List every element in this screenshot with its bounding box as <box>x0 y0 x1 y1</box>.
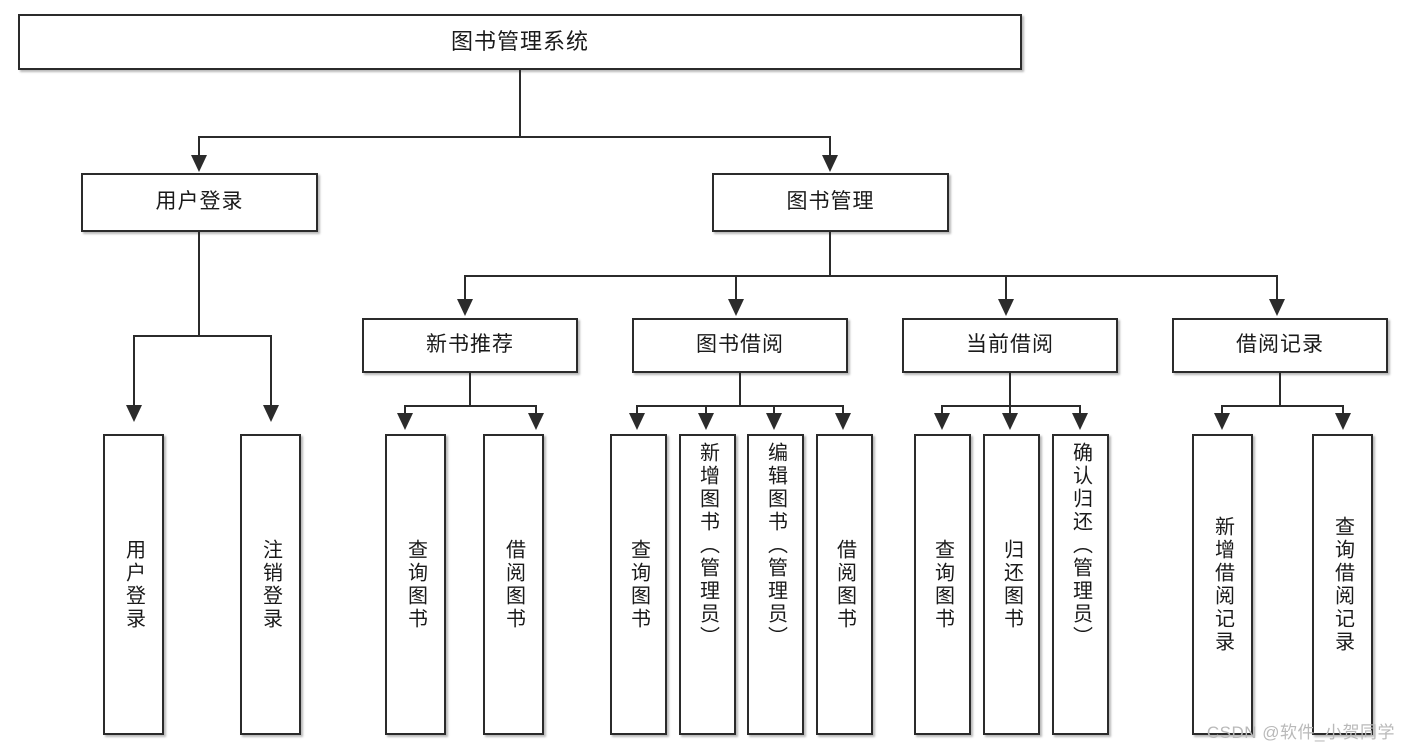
connector-nbr-drop-2 <box>535 405 537 415</box>
connector-cb-drop-2 <box>1009 405 1011 415</box>
node-leaf-query-record-label: 查询借阅记录 <box>1331 515 1354 654</box>
node-leaf-user-logout-label: 注销登录 <box>259 538 282 631</box>
node-user-login[interactable]: 用户登录 <box>81 173 318 232</box>
node-book-manage[interactable]: 图书管理 <box>712 173 949 232</box>
node-leaf-query-book-3[interactable]: 查询图书 <box>914 434 971 735</box>
connector-new-book-recommend-bus <box>404 405 536 407</box>
node-leaf-borrow-book-2-label: 借阅图书 <box>833 538 856 631</box>
node-book-borrow[interactable]: 图书借阅 <box>632 318 848 373</box>
node-leaf-confirm-return[interactable]: 确认归还（管理员） <box>1052 434 1109 735</box>
arrowhead-leaf-user-logout <box>263 405 279 422</box>
watermark-text: CSDN @软件_小贺同学 <box>1206 723 1395 742</box>
node-leaf-return-book[interactable]: 归还图书 <box>983 434 1040 735</box>
node-leaf-query-book-2[interactable]: 查询图书 <box>610 434 667 735</box>
arrowhead-leaf-query-book-3 <box>934 413 950 430</box>
arrowhead-new-book-recommend <box>457 299 473 316</box>
connector-nbr-drop-1 <box>404 405 406 415</box>
connector-br-drop-2 <box>1342 405 1344 415</box>
node-leaf-add-record-label: 新增借阅记录 <box>1211 515 1234 654</box>
node-current-borrow[interactable]: 当前借阅 <box>902 318 1118 373</box>
arrowhead-leaf-confirm-return <box>1072 413 1088 430</box>
node-leaf-user-login[interactable]: 用户登录 <box>103 434 164 735</box>
arrowhead-leaf-query-book-2 <box>629 413 645 430</box>
node-leaf-return-book-label: 归还图书 <box>1000 538 1023 631</box>
node-leaf-query-book-2-label: 查询图书 <box>627 538 650 631</box>
node-leaf-query-book-1[interactable]: 查询图书 <box>385 434 446 735</box>
connector-cb-drop-3 <box>1079 405 1081 415</box>
connector-borrow-record-bus <box>1221 405 1343 407</box>
connector-borrow-record-stem <box>1279 373 1281 406</box>
node-borrow-record[interactable]: 借阅记录 <box>1172 318 1388 373</box>
node-leaf-query-book-3-label: 查询图书 <box>931 538 954 631</box>
connector-book-manage-drop-2 <box>735 275 737 301</box>
connector-root-to-book-manage <box>829 136 831 158</box>
connector-root-bus <box>198 136 831 138</box>
connector-cb-drop-1 <box>941 405 943 415</box>
node-new-book-recommend-label: 新书推荐 <box>426 333 514 357</box>
node-leaf-add-book[interactable]: 新增图书（管理员） <box>679 434 736 735</box>
connector-bb-drop-4 <box>842 405 844 415</box>
node-root[interactable]: 图书管理系统 <box>18 14 1022 70</box>
node-leaf-add-book-label: 新增图书（管理员） <box>696 442 719 649</box>
arrowhead-leaf-add-record <box>1214 413 1230 430</box>
arrowhead-book-manage <box>822 155 838 172</box>
arrowhead-leaf-user-login <box>126 405 142 422</box>
node-leaf-add-record[interactable]: 新增借阅记录 <box>1192 434 1253 735</box>
connector-user-login-drop-1 <box>133 335 135 407</box>
connector-current-borrow-stem <box>1009 373 1011 406</box>
arrowhead-borrow-record <box>1269 299 1285 316</box>
arrowhead-user-login <box>191 155 207 172</box>
node-leaf-user-logout[interactable]: 注销登录 <box>240 434 301 735</box>
connector-book-manage-drop-3 <box>1005 275 1007 301</box>
node-leaf-query-book-1-label: 查询图书 <box>404 538 427 631</box>
connector-book-manage-drop-1 <box>464 275 466 301</box>
node-leaf-query-record[interactable]: 查询借阅记录 <box>1312 434 1373 735</box>
node-leaf-borrow-book-1-label: 借阅图书 <box>502 538 525 631</box>
node-new-book-recommend[interactable]: 新书推荐 <box>362 318 578 373</box>
node-book-manage-label: 图书管理 <box>786 190 875 214</box>
connector-root-stem <box>519 70 521 137</box>
connector-user-login-stem <box>198 232 200 336</box>
node-leaf-edit-book-label: 编辑图书（管理员） <box>764 442 787 649</box>
arrowhead-leaf-query-record <box>1335 413 1351 430</box>
arrowhead-leaf-query-book-1 <box>397 413 413 430</box>
connector-user-login-drop-2 <box>270 335 272 407</box>
arrowhead-leaf-borrow-book-2 <box>835 413 851 430</box>
connector-user-login-bus <box>133 335 272 337</box>
node-leaf-borrow-book-1[interactable]: 借阅图书 <box>483 434 544 735</box>
connector-book-manage-stem <box>829 232 831 276</box>
node-leaf-borrow-book-2[interactable]: 借阅图书 <box>816 434 873 735</box>
arrowhead-leaf-return-book <box>1002 413 1018 430</box>
connector-book-manage-drop-4 <box>1276 275 1278 301</box>
node-book-borrow-label: 图书借阅 <box>696 333 784 357</box>
arrowhead-leaf-add-book <box>698 413 714 430</box>
connector-book-manage-bus <box>464 275 1278 277</box>
node-user-login-label: 用户登录 <box>155 190 244 214</box>
connector-bb-drop-2 <box>705 405 707 415</box>
connector-bb-drop-1 <box>636 405 638 415</box>
node-borrow-record-label: 借阅记录 <box>1236 333 1324 357</box>
arrowhead-current-borrow <box>998 299 1014 316</box>
connector-new-book-recommend-stem <box>469 373 471 406</box>
arrowhead-leaf-edit-book <box>766 413 782 430</box>
connector-br-drop-1 <box>1221 405 1223 415</box>
connector-bb-drop-3 <box>773 405 775 415</box>
arrowhead-leaf-borrow-book-1 <box>528 413 544 430</box>
node-leaf-user-login-label: 用户登录 <box>122 538 145 631</box>
node-current-borrow-label: 当前借阅 <box>966 333 1054 357</box>
connector-book-borrow-bus <box>636 405 843 407</box>
arrowhead-book-borrow <box>728 299 744 316</box>
node-root-label: 图书管理系统 <box>450 29 589 55</box>
node-leaf-confirm-return-label: 确认归还（管理员） <box>1069 442 1092 649</box>
connector-root-to-user-login <box>198 136 200 158</box>
connector-book-borrow-stem <box>739 373 741 406</box>
node-leaf-edit-book[interactable]: 编辑图书（管理员） <box>747 434 804 735</box>
